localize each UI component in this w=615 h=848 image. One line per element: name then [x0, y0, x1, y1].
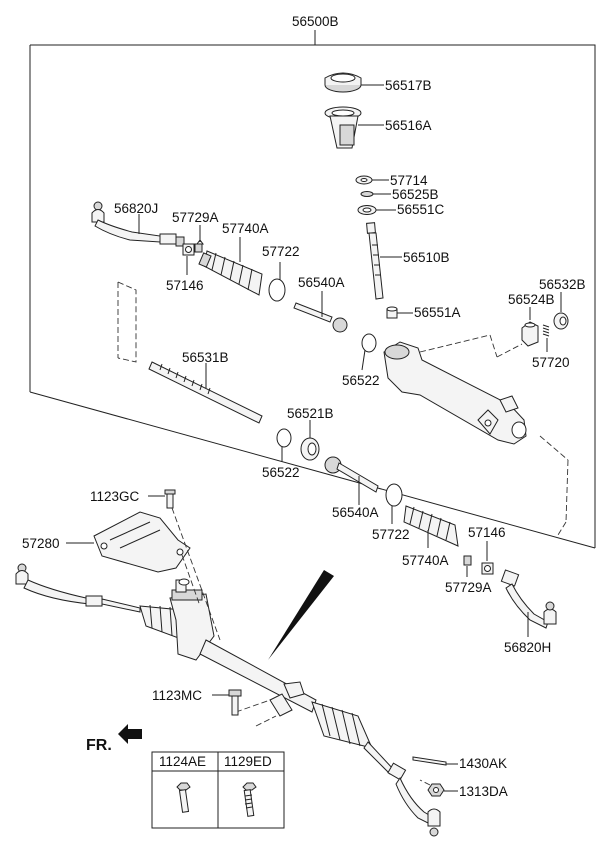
label-57280: 57280: [22, 536, 60, 551]
part-57146-bottom: [481, 562, 494, 575]
label-56525B: 56525B: [392, 187, 439, 202]
part-56525B: [360, 191, 374, 197]
label-57740A-bottom: 57740A: [402, 553, 449, 568]
fastener-table: [151, 751, 285, 829]
part-57720: [542, 324, 550, 337]
part-gear-housing-middle: [383, 341, 527, 445]
part-56521B: [300, 437, 320, 461]
part-56522-bottom: [276, 428, 292, 448]
pointer-wedge: [268, 570, 334, 660]
label-57740A-top: 57740A: [222, 221, 269, 236]
part-57714: [355, 175, 373, 185]
label-1123MC: 1123MC: [152, 688, 202, 703]
label-56521B: 56521B: [287, 406, 334, 421]
label-56524B: 56524B: [508, 292, 555, 307]
label-57146-top: 57146: [166, 278, 204, 293]
part-57722-top: [268, 278, 286, 302]
label-56820H: 56820H: [504, 640, 551, 655]
part-57146-top: [182, 243, 195, 256]
label-57722-bottom: 57722: [372, 527, 410, 542]
table-header-1129ED: 1129ED: [224, 754, 272, 769]
part-56517B: [324, 72, 362, 93]
bolt-1124AE-icon: [176, 782, 191, 813]
part-57729A-top: [194, 239, 204, 253]
label-57146-bottom: 57146: [468, 525, 506, 540]
part-56540A-top: [293, 302, 348, 333]
part-56524B: [521, 321, 539, 347]
part-57729A-bottom: [463, 555, 472, 566]
label-57714: 57714: [390, 173, 428, 188]
guide-lines-upper: [117, 281, 569, 536]
label-56551C: 56551C: [397, 202, 445, 217]
label-57722-top: 57722: [262, 244, 300, 259]
table-header-1124AE: 1124AE: [159, 754, 206, 769]
label-1430AK: 1430AK: [459, 756, 507, 771]
part-56551C: [357, 205, 377, 215]
part-1123MC: [228, 689, 242, 716]
front-label: FR.: [86, 737, 112, 754]
bolt-1129ED-icon: [242, 782, 257, 817]
part-57740A-top: [198, 250, 263, 296]
part-56820H: [500, 569, 557, 629]
label-56551A: 56551A: [414, 305, 461, 320]
part-56531B: [148, 361, 263, 424]
label-56522-bottom: 56522: [262, 465, 300, 480]
label-1313DA: 1313DA: [459, 784, 508, 799]
part-1123GC: [164, 489, 176, 509]
part-56551A: [386, 306, 398, 319]
label-56516A: 56516A: [385, 118, 432, 133]
label-56510B: 56510B: [403, 250, 450, 265]
steering-gear-assembly-lower: [15, 563, 441, 837]
part-1430AK: [412, 756, 447, 766]
label-57720: 57720: [532, 355, 570, 370]
assembly-boundary: [29, 30, 596, 549]
label-56517B: 56517B: [385, 78, 432, 93]
label-56500B: 56500B: [292, 14, 339, 29]
front-arrow-icon: [118, 724, 142, 744]
part-56820J: [91, 201, 185, 247]
label-56540A-top: 56540A: [298, 275, 345, 290]
label-56820J: 56820J: [114, 201, 158, 216]
part-56516A: [324, 106, 362, 149]
part-56510B: [366, 222, 384, 300]
label-56531B: 56531B: [182, 350, 229, 365]
label-57729A-top: 57729A: [172, 210, 219, 225]
part-56522-top: [361, 333, 377, 353]
part-57280: [93, 511, 191, 573]
label-56532B: 56532B: [539, 277, 586, 292]
label-1123GC: 1123GC: [90, 489, 140, 504]
label-56540A-bottom: 56540A: [332, 505, 379, 520]
part-56532B: [553, 312, 569, 330]
label-57729A-bottom: 57729A: [445, 580, 492, 595]
label-56522-top: 56522: [342, 373, 380, 388]
part-1313DA: [427, 783, 445, 797]
guide-lines-lower: [171, 507, 431, 786]
part-56540A-bottom: [324, 456, 379, 493]
part-57722-bottom: [385, 483, 403, 507]
part-57740A-bottom: [403, 505, 459, 547]
